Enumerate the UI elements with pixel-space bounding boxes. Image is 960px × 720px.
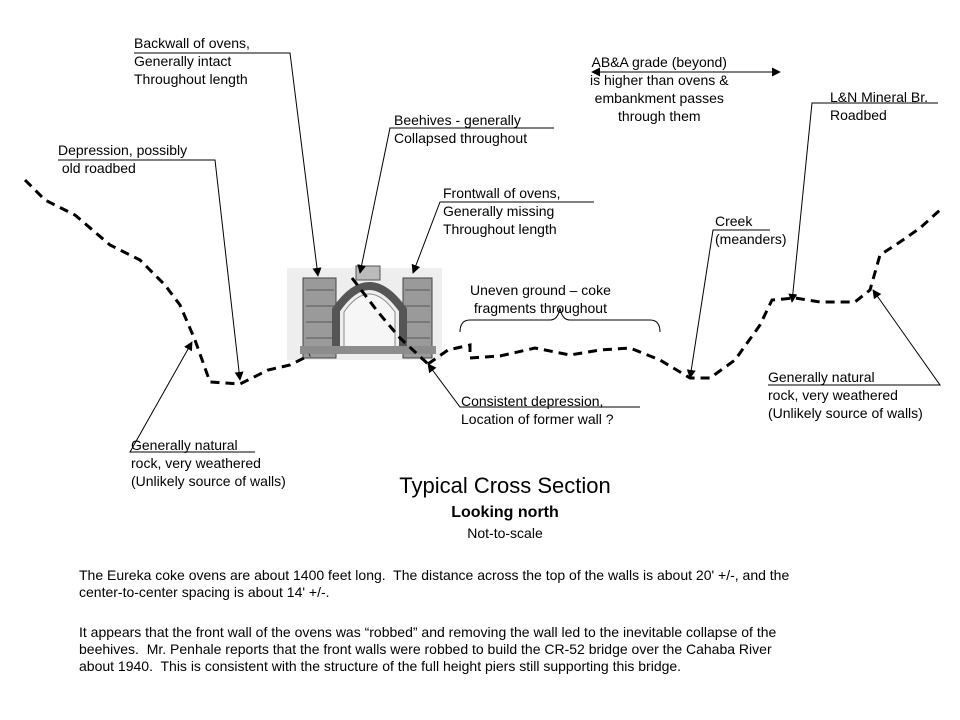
label-consistent-depression: Consistent depression, Location of forme…	[461, 393, 614, 427]
leader-depression	[58, 159, 244, 381]
leader-consistent	[427, 363, 640, 408]
label-depression: Depression, possibly old roadbed	[58, 142, 188, 176]
leader-lines	[58, 52, 941, 453]
label-frontwall: Frontwall of ovens, Generally missing Th…	[443, 185, 561, 237]
label-rock-left: Generally natural rock, very weathered (…	[131, 437, 286, 489]
ground-profile	[23, 178, 942, 386]
paragraph-dimensions: The Eureka coke ovens are about 1400 fee…	[79, 567, 790, 600]
leader-lnmineral	[788, 102, 938, 303]
leader-backwall	[134, 52, 322, 277]
leader-rock-left	[129, 341, 255, 453]
leader-beehives	[357, 127, 554, 274]
paragraph-history: It appears that the front wall of the ov…	[79, 624, 777, 674]
diagram-title: Typical Cross Section	[399, 473, 611, 498]
label-backwall: Backwall of ovens, Generally intact Thro…	[134, 35, 250, 87]
leader-frontwall	[411, 201, 594, 274]
label-lnmineral: L&N Mineral Br. Roadbed	[830, 89, 929, 123]
label-abagrade: AB&A grade (beyond) is higher than ovens…	[590, 54, 729, 124]
scale-note: Not-to-scale	[467, 525, 543, 541]
diagram-subtitle: Looking north	[451, 504, 559, 521]
leader-rock-right	[768, 289, 941, 386]
uneven-ground-brace	[459, 307, 661, 333]
label-creek: Creek (meanders)	[715, 213, 787, 247]
label-uneven-ground: Uneven ground – coke fragments throughou…	[470, 282, 611, 316]
label-rock-right: Generally natural rock, very weathered (…	[768, 369, 923, 421]
label-beehives: Beehives - generally Collapsed throughou…	[394, 112, 528, 146]
leader-creek	[686, 229, 770, 379]
beehive-oven-sketch	[287, 265, 442, 360]
